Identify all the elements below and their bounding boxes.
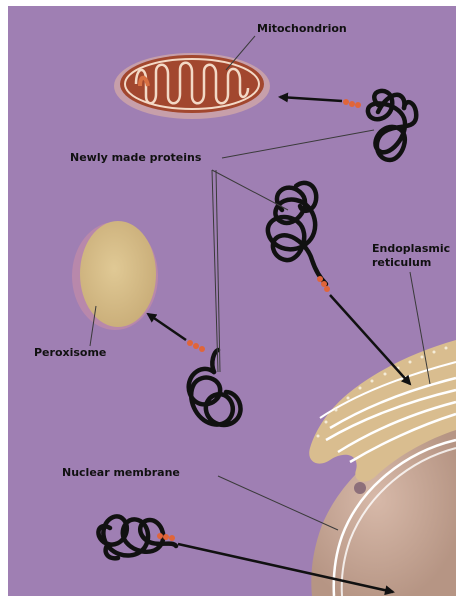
label-endoplasmic: Endoplasmic: [372, 242, 450, 255]
label-reticulum: reticulum: [372, 256, 431, 269]
label-mitochondrion: Mitochondrion: [257, 22, 347, 35]
mitochondrion: [114, 53, 270, 119]
label-nuclear-membrane: Nuclear membrane: [62, 466, 180, 479]
label-newly-made-proteins: Newly made proteins: [70, 151, 202, 164]
label-peroxisome: Peroxisome: [34, 346, 106, 359]
